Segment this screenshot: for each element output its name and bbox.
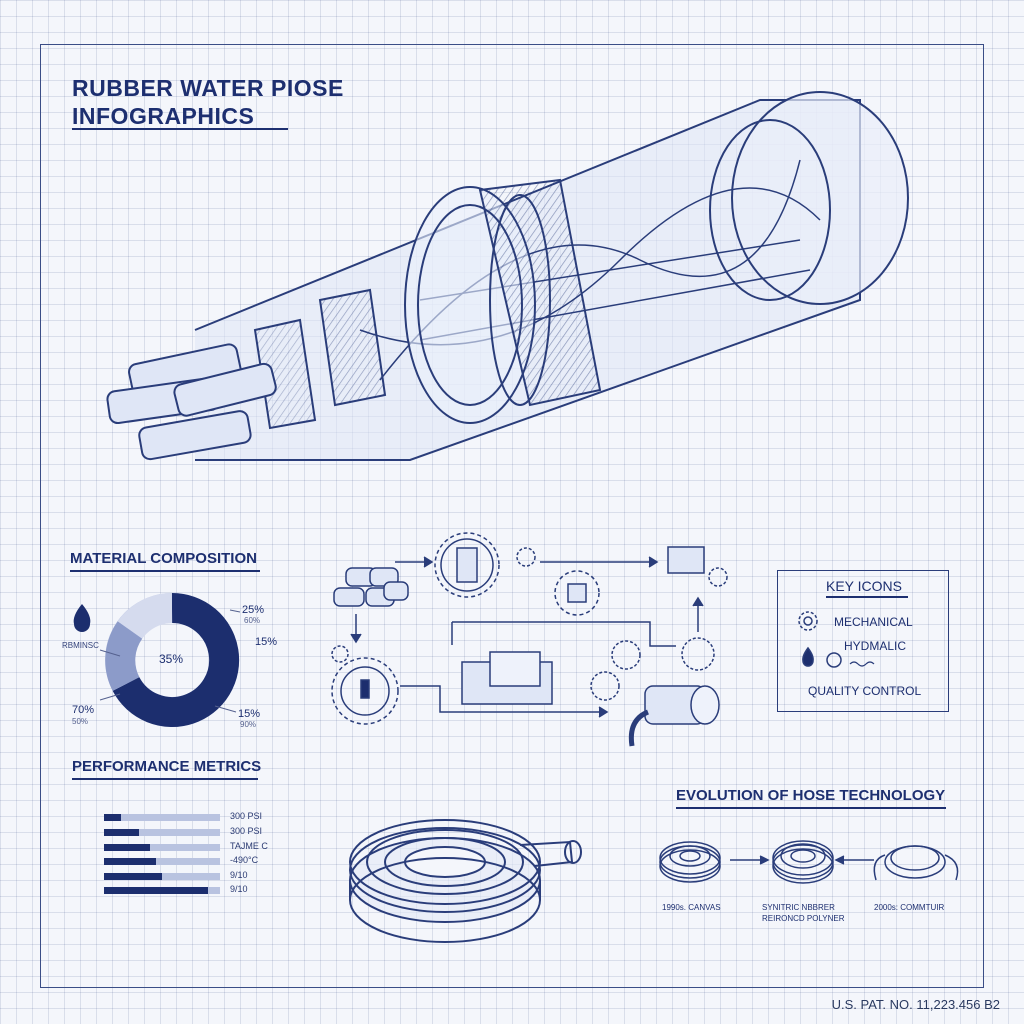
evolution-stage-2-line-2: REIRONCD POLYNER: [762, 914, 845, 923]
composition-value-2: 15%: [255, 636, 278, 648]
performance-bar-label: 9/10: [230, 884, 248, 894]
performance-metrics-heading: PERFORMANCE METRICS: [72, 758, 262, 775]
performance-bar-label: TAJME C: [230, 841, 268, 851]
key-icons-title: KEY ICONS: [826, 578, 902, 594]
composition-value-1: 25%: [242, 604, 265, 616]
performance-heading-underline: [72, 778, 258, 780]
composition-sub-1: 60%: [244, 616, 261, 625]
performance-bar: [104, 814, 220, 821]
composition-value-4: 15%: [238, 708, 261, 720]
page-title: RUBBER WATER PIOSE INFOGRAPHICS: [72, 74, 344, 130]
performance-bar-fill: [104, 844, 151, 851]
key-icons-glyphs: [798, 611, 875, 668]
performance-bar-fill: [104, 887, 209, 894]
performance-bar: [104, 829, 220, 836]
key-item-mechanical: MECHANICAL: [834, 615, 913, 629]
composition-sub-3: 50%: [72, 717, 89, 726]
evolution-stage-1: 1990s. CANVAS: [662, 903, 721, 912]
patent-number: U.S. PAT. NO. 11,223.456 B2: [831, 997, 1000, 1012]
performance-bar: [104, 873, 220, 880]
process-flow-diagram: [331, 532, 728, 747]
performance-bar-fill: [104, 858, 157, 865]
evolution-stage-2-line-1: SYNITRIC NBBRER: [762, 903, 835, 912]
key-item-quality-control: QUALITY CONTROL: [808, 684, 922, 698]
coiled-hose-illustration: [349, 819, 582, 943]
evolution-coils: [659, 840, 959, 884]
water-drop-icon: [73, 604, 91, 632]
performance-bar-label: 300 PSI: [230, 826, 263, 836]
title-underline: [72, 128, 288, 130]
key-icons-box: [777, 570, 949, 712]
performance-bar-fill: [104, 873, 162, 880]
donut-left-label: RBMINSC: [62, 641, 99, 650]
performance-bar-fill: [104, 814, 122, 821]
performance-bar: [104, 858, 220, 865]
performance-bar-label: 9/10: [230, 870, 248, 880]
evolution-stage-3: 2000s: COMMTUIR: [874, 903, 945, 912]
performance-bar: [104, 887, 220, 894]
composition-value-3: 70%: [72, 704, 95, 716]
title-line-2: INFOGRAPHICS: [72, 103, 255, 129]
title-line-1: RUBBER WATER PIOSE: [72, 75, 344, 101]
performance-bar-fill: [104, 829, 139, 836]
composition-sub-4: 90%: [240, 720, 257, 729]
key-item-hydraulic: HYDMALIC: [844, 639, 907, 653]
key-title-underline: [826, 596, 908, 598]
donut-center-value: 35%: [159, 652, 184, 666]
blueprint-frame: [40, 44, 984, 988]
evolution-heading-underline: [676, 807, 946, 809]
material-composition-heading: MATERIAL COMPOSITION: [70, 550, 257, 567]
performance-bar-label: 300 PSI: [230, 811, 263, 821]
performance-bar-label: -490°C: [230, 855, 259, 865]
hose-cutaway-illustration: [106, 91, 909, 461]
composition-donut: [99, 592, 241, 727]
evolution-heading: EVOLUTION OF HOSE TECHNOLOGY: [676, 787, 946, 804]
performance-bar: [104, 844, 220, 851]
material-heading-underline: [70, 570, 260, 572]
